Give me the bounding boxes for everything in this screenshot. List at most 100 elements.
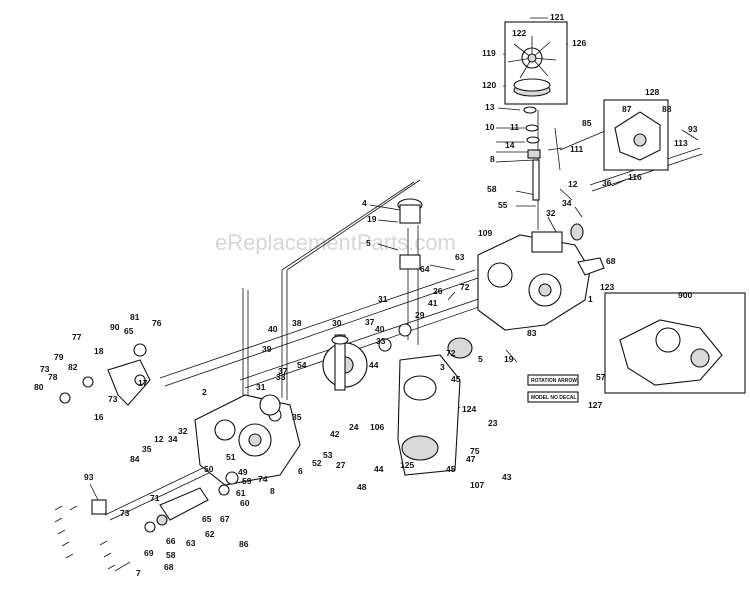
callout-38: 38: [292, 318, 302, 328]
callout-87: 87: [622, 104, 632, 114]
callout-65-left: 65: [124, 326, 134, 336]
callout-8-bottom: 8: [270, 486, 275, 496]
callout-58: 58: [487, 184, 497, 194]
callout-42: 42: [330, 429, 340, 439]
callout-17: 17: [138, 378, 148, 388]
brake-arm: [107, 359, 151, 406]
callout-5-mid: 5: [478, 354, 483, 364]
callout-49: 49: [238, 467, 248, 477]
callout-2: 2: [202, 387, 207, 397]
bearing: [527, 149, 541, 159]
gear: [259, 394, 281, 416]
callout-77: 77: [72, 332, 82, 342]
callout-78: 78: [48, 372, 58, 382]
callout-4: 4: [362, 198, 367, 208]
callout-109: 109: [478, 228, 492, 238]
callout-30: 30: [332, 318, 342, 328]
callout-19-mid: 19: [504, 354, 514, 364]
decal-plate-lower: [527, 391, 579, 403]
callout-82: 82: [68, 362, 78, 372]
fan-assembly: [504, 21, 568, 201]
callout-106: 106: [370, 422, 384, 432]
callout-13: 13: [485, 102, 495, 112]
callout-120: 120: [482, 80, 496, 90]
callout-5-top: 5: [366, 238, 371, 248]
decal-text-lower: MODEL NO DECAL: [531, 395, 576, 401]
callout-83: 83: [527, 328, 537, 338]
cooling-fan: [507, 36, 557, 79]
callout-8: 8: [490, 154, 495, 164]
callout-65-bottom: 65: [202, 514, 212, 524]
callout-68-bottom: 68: [164, 562, 174, 572]
snap-ring: [525, 124, 539, 132]
callout-84: 84: [130, 454, 140, 464]
callout-73-bottom: 73: [120, 508, 130, 518]
callout-50: 50: [204, 464, 214, 474]
callout-63-bottom: 63: [186, 538, 196, 548]
callout-39: 39: [262, 344, 272, 354]
callout-45-bottom: 45: [446, 464, 456, 474]
washer: [526, 136, 540, 144]
callout-79: 79: [54, 352, 64, 362]
callout-1: 1: [588, 294, 593, 304]
pump-block: [531, 231, 563, 253]
callout-37-top: 37: [365, 317, 375, 327]
bracket: [577, 257, 605, 276]
callout-88: 88: [662, 104, 672, 114]
callout-32-top: 32: [546, 208, 556, 218]
decal-text-upper: ROTATION ARROW: [531, 378, 577, 384]
callout-33-left: 33: [276, 372, 286, 382]
callout-52: 52: [312, 458, 322, 468]
callout-86: 86: [239, 539, 249, 549]
brake-linkage: [59, 343, 151, 406]
callout-66: 66: [166, 536, 176, 546]
callout-68-top: 68: [606, 256, 616, 266]
callout-labels: 121 122 126 119 120 13 11 10 14 8 111 85…: [34, 12, 698, 578]
callout-107: 107: [470, 480, 484, 490]
callout-60: 60: [240, 498, 250, 508]
callout-43: 43: [502, 472, 512, 482]
callout-73-brake: 73: [108, 394, 118, 404]
callout-62: 62: [205, 529, 215, 539]
callout-35-mid: 35: [292, 412, 302, 422]
assembly-illustration: [619, 319, 723, 386]
callout-19-top: 19: [367, 214, 377, 224]
callout-3: 3: [440, 362, 445, 372]
decal-plate-upper: [527, 374, 579, 386]
callout-123: 123: [600, 282, 614, 292]
callout-18: 18: [94, 346, 104, 356]
main-housing-lower: [194, 394, 301, 486]
bolt-column: [54, 505, 116, 570]
callout-14: 14: [505, 140, 515, 150]
callout-76: 76: [152, 318, 162, 328]
callout-72-top: 72: [460, 282, 470, 292]
callout-31-left: 31: [256, 382, 266, 392]
callout-111: 111: [570, 144, 584, 154]
callout-64: 64: [420, 264, 430, 274]
input-shaft: [532, 159, 540, 201]
callout-12-left: 12: [154, 434, 164, 444]
differential-housing: [397, 354, 461, 476]
callout-27: 27: [336, 460, 346, 470]
callout-127: 127: [588, 400, 602, 410]
center-gears: [322, 198, 473, 391]
callout-59: 59: [242, 476, 252, 486]
callout-85: 85: [582, 118, 592, 128]
callout-11: 11: [510, 122, 519, 132]
callout-24: 24: [349, 422, 359, 432]
callout-81: 81: [130, 312, 140, 322]
callout-10: 10: [485, 122, 495, 132]
callout-12-top: 12: [568, 179, 578, 189]
callout-55: 55: [498, 200, 508, 210]
callout-16: 16: [94, 412, 104, 422]
callout-124: 124: [462, 404, 476, 414]
callout-41: 41: [428, 298, 438, 308]
callout-72-mid: 72: [446, 348, 456, 358]
callout-61: 61: [236, 488, 246, 498]
shaft: [334, 334, 346, 391]
callout-37-left: 37: [278, 366, 288, 376]
callout-53: 53: [323, 450, 333, 460]
washer: [523, 106, 537, 114]
shift-lever: [159, 487, 209, 521]
complete-assembly-inset: [604, 292, 746, 394]
